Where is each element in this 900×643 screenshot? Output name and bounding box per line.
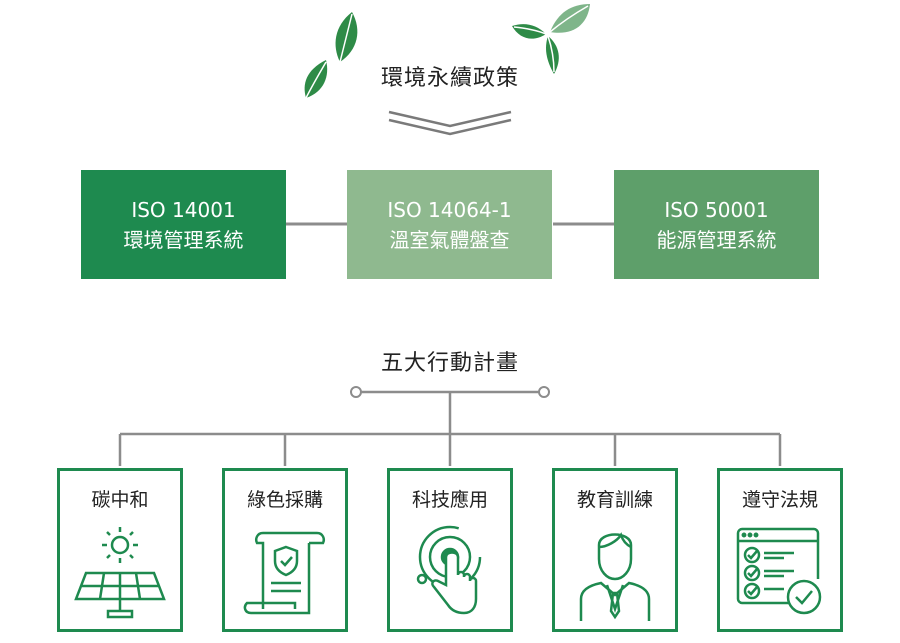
action-label: 科技應用: [411, 489, 488, 511]
solar-panel-icon: [74, 527, 166, 619]
policy-title: 環境永續政策: [380, 66, 519, 91]
leaf-icon-top-left: [335, 12, 358, 63]
iso-box-50001: ISO 50001 能源管理系統: [614, 170, 819, 279]
action-box-tech-application: 科技應用: [387, 468, 513, 632]
action-box-education-training: 教育訓練: [552, 468, 678, 632]
certificate-scroll-icon: [243, 531, 325, 615]
leaf-icon-right: [512, 4, 590, 74]
action-label: 綠色採購: [246, 489, 323, 511]
iso-name: 能源管理系統: [656, 227, 777, 252]
iso-code: ISO 50001: [664, 197, 769, 222]
action-label: 遵守法規: [741, 489, 818, 511]
action-box-compliance: 遵守法規: [717, 468, 843, 632]
action-label: 教育訓練: [576, 489, 653, 511]
iso-code: ISO 14064-1: [387, 197, 512, 222]
action-box-carbon-neutral: 碳中和: [57, 468, 183, 632]
touch-tech-icon: [416, 525, 482, 615]
iso-name: 溫室氣體盤查: [389, 227, 510, 252]
iso-box-14064: ISO 14064-1 溫室氣體盤查: [347, 170, 552, 279]
chevron-down-icon: [388, 110, 512, 136]
instructor-icon: [579, 532, 651, 621]
action-label: 碳中和: [91, 489, 149, 511]
plan-title: 五大行動計畫: [380, 351, 519, 376]
action-box-green-procurement: 綠色採購: [222, 468, 348, 632]
leaf-icon-left: [304, 60, 328, 99]
iso-box-14001: ISO 14001 環境管理系統: [81, 170, 286, 279]
checklist-icon: [736, 527, 822, 615]
iso-name: 環境管理系統: [123, 227, 244, 252]
iso-code: ISO 14001: [131, 197, 236, 222]
